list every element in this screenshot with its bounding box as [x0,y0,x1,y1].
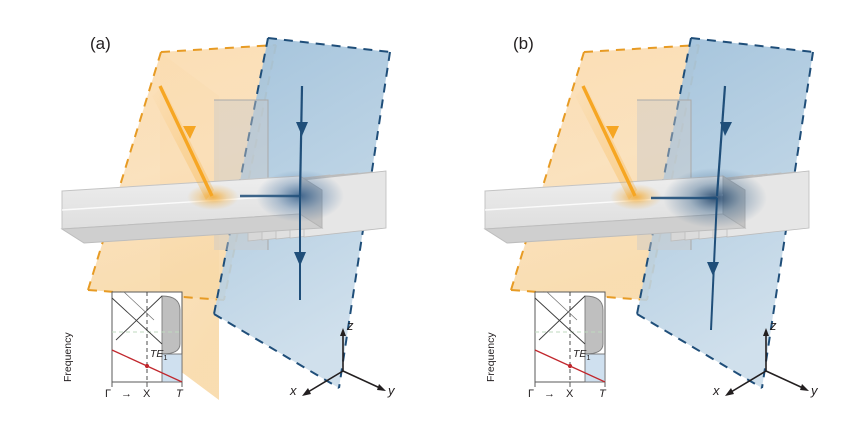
orange-plane-edge-top-a [160,44,277,53]
orange-spot-b [610,184,662,210]
blue-plane-edge-top-a [267,37,391,53]
axes-triad-a [302,328,386,396]
axes-triad-b [725,328,809,396]
orange-beam-arrow-a [183,126,196,139]
inset-mode-label-b: TE1 [573,348,591,362]
axis-label-y-a: y [388,383,395,398]
orange-beam-glow-b [575,86,637,200]
inset-xlabel-arrow-b: → [544,388,555,400]
axis-label-z-b: z [770,318,777,333]
panel-a: (a) z y x [50,34,395,406]
inset-xlabel-x-a: X [143,388,151,400]
inset-xlabel-t-b: T [599,388,606,400]
orange-beam-glow-a [152,86,214,200]
orange-spot-a [187,184,239,210]
blue-plane-edge-bottom-a [213,313,340,389]
inset-xlabel-gamma-b: Γ [528,388,535,400]
inset-band-diagram-a: Frequency Γ → X T TE1 [50,288,220,406]
orange-beam-arrow-b [606,126,619,139]
blue-beam-a [240,85,344,300]
inset-mode-label-a: TE1 [150,348,168,362]
panel-a-graphic [60,37,391,400]
blue-plane-edge-right-b [761,51,814,389]
inset-plot-a [111,291,183,387]
axis-label-y-b: y [811,383,818,398]
inset-ylabel-a: Frequency [62,332,74,382]
axis-label-x-a: x [290,383,297,398]
blue-beam-b [651,85,767,331]
inset-xlabel-x-b: X [566,388,574,400]
axis-label-x-b: x [713,383,720,398]
inset-plot-b [534,291,606,387]
panel-a-tag: (a) [90,34,111,53]
inset-band-diagram-b: Frequency Γ → X T TE1 [473,288,643,406]
inset-ylabel-b: Frequency [485,332,497,382]
orange-beam-b [581,85,637,197]
inset-mode-label-sub-b: 1 [586,353,591,363]
inset-xlabel-gamma-a: Γ [105,388,112,400]
blue-plane-edge-top-b [690,37,814,53]
panel-b-graphic [483,37,814,389]
inset-mode-label-text-b: TE [573,348,587,360]
blue-plane-edge-right-a [338,51,391,389]
axis-label-z-a: z [347,318,354,333]
orange-plane-edge-top-b [583,44,700,53]
panel-b: (b) z y x [423,0,846,422]
blue-plane-edge-bottom-b [636,313,763,389]
inset-mode-label-text-a: TE [150,348,164,360]
inset-xlabel-t-a: T [176,388,183,400]
inset-xlabel-arrow-a: → [121,388,132,400]
orange-beam-a [158,85,214,197]
panel-b-tag: (b) [513,34,534,53]
inset-mode-label-sub-a: 1 [163,353,168,363]
